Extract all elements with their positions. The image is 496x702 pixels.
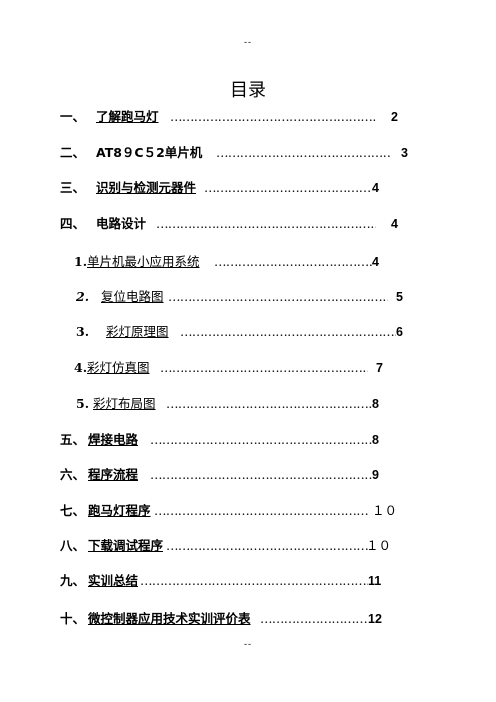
toc-title[interactable]: 单片机最小应用系统: [87, 254, 200, 269]
toc-title[interactable]: 彩灯原理图: [106, 324, 169, 339]
toc-page: 9: [372, 468, 379, 482]
toc-number: 5.: [76, 396, 90, 411]
header-mark: --: [243, 38, 253, 48]
toc-page: 8: [372, 433, 379, 447]
toc-number: 九、: [60, 573, 86, 588]
toc-leader: ……………………………………………………: [214, 254, 372, 269]
toc-title[interactable]: 彩灯仿真图: [87, 360, 150, 375]
toc-entry-4-1[interactable]: 1. 单片机最小应用系统 …………………………………………………… 4: [0, 253, 496, 271]
toc-entry-4-3[interactable]: 3. 彩灯原理图 …………………………………………………… 6: [0, 323, 496, 341]
toc-entry-9[interactable]: 九、 实训总结 …………………………………………………… 11: [0, 572, 496, 590]
toc-number: 1.: [74, 254, 88, 269]
toc-page: 12: [368, 612, 382, 626]
toc-leader: ……………………………………………………: [204, 180, 372, 195]
toc-page: 8: [372, 397, 379, 411]
toc-number: 五、: [60, 432, 86, 447]
toc-entry-4-4[interactable]: 4. 彩灯仿真图 …………………………………………………… 7: [0, 359, 496, 377]
toc-leader: ……………………………………………………: [160, 360, 368, 375]
toc-leader: ……………………………………………………: [170, 109, 376, 124]
toc-number: 3.: [76, 324, 90, 339]
toc-number: 四、: [60, 216, 86, 231]
toc-title[interactable]: 程序流程: [88, 467, 139, 482]
toc-entry-7[interactable]: 七、 跑马灯程序 …………………………………………………… １０: [0, 502, 496, 520]
toc-page: 5: [396, 290, 403, 304]
toc-title[interactable]: 了解跑马灯: [96, 109, 159, 124]
toc-number: 一、: [60, 109, 86, 124]
toc-leader: ……………………………………………………: [150, 467, 372, 482]
toc-leader: ……………………………………………………: [150, 432, 372, 447]
toc-leader: ……………………………………………………: [166, 396, 372, 411]
toc-page: 7: [376, 361, 383, 375]
toc-entry-4-2[interactable]: 2. 复位电路图 …………………………………………………… 5: [0, 288, 496, 306]
toc-page: 6: [396, 325, 403, 339]
toc-number: 六、: [60, 467, 86, 482]
toc-title[interactable]: 电路设计: [96, 216, 147, 231]
toc-title[interactable]: 下载调试程序: [88, 538, 164, 553]
toc-title[interactable]: 焊接电路: [88, 432, 139, 447]
toc-title[interactable]: 识别与检测元器件: [96, 180, 197, 195]
toc-entry-10[interactable]: 十、 微控制器应用技术实训评价表 …………………………………………………… 12: [0, 610, 496, 628]
toc-title[interactable]: 实训总结: [88, 573, 139, 588]
toc-title[interactable]: 彩灯布局图: [93, 396, 156, 411]
toc-title[interactable]: 复位电路图: [101, 289, 164, 304]
toc-entry-3[interactable]: 三、 识别与检测元器件 …………………………………………………… 4: [0, 179, 496, 197]
toc-title[interactable]: 微控制器应用技术实训评价表: [88, 611, 251, 626]
toc-number: 七、: [60, 503, 86, 518]
toc-entry-8[interactable]: 八、 下载调试程序 …………………………………………………… １０: [0, 537, 496, 555]
footer-mark: --: [243, 640, 253, 650]
toc-title[interactable]: 跑马灯程序: [88, 503, 151, 518]
toc-number: 三、: [60, 180, 86, 195]
toc-number: 4.: [74, 360, 88, 375]
page-title: 目录: [230, 80, 266, 101]
toc-number: 二、: [60, 145, 86, 160]
toc-leader: ……………………………………………………: [154, 503, 368, 518]
toc-number: 八、: [60, 538, 86, 553]
toc-number: 十、: [60, 611, 86, 626]
toc-page: 4: [372, 181, 379, 195]
toc-leader: ……………………………………………………: [180, 324, 396, 339]
toc-leader: ……………………………………………………: [156, 216, 376, 231]
toc-title[interactable]: AT8９C５2单片机: [96, 145, 203, 160]
toc-page: 3: [401, 146, 408, 160]
toc-leader: ……………………………………………………: [166, 538, 368, 553]
toc-page: 11: [368, 574, 382, 588]
toc-entry-1[interactable]: 一、 了解跑马灯 …………………………………………………… 2: [0, 108, 496, 126]
toc-page: 4: [391, 217, 398, 231]
toc-page: 2: [391, 110, 398, 124]
toc-leader: ……………………………………………………: [260, 611, 368, 626]
toc-leader: ……………………………………………………: [216, 145, 392, 160]
toc-entry-4-5[interactable]: 5. 彩灯布局图 …………………………………………………… 8: [0, 395, 496, 413]
toc-leader: ……………………………………………………: [168, 289, 388, 304]
toc-number: 2.: [76, 289, 90, 304]
toc-page: １０: [366, 539, 392, 553]
toc-entry-5[interactable]: 五、 焊接电路 …………………………………………………… 8: [0, 431, 496, 449]
toc-entry-6[interactable]: 六、 程序流程 …………………………………………………… 9: [0, 466, 496, 484]
toc-leader: ……………………………………………………: [140, 573, 368, 588]
toc-page: 4: [372, 255, 379, 269]
toc-entry-2[interactable]: 二、 AT8９C５2单片机 …………………………………………………… 3: [0, 144, 496, 162]
toc-entry-4[interactable]: 四、 电路设计 …………………………………………………… 4: [0, 215, 496, 233]
toc-page: １０: [372, 504, 398, 518]
